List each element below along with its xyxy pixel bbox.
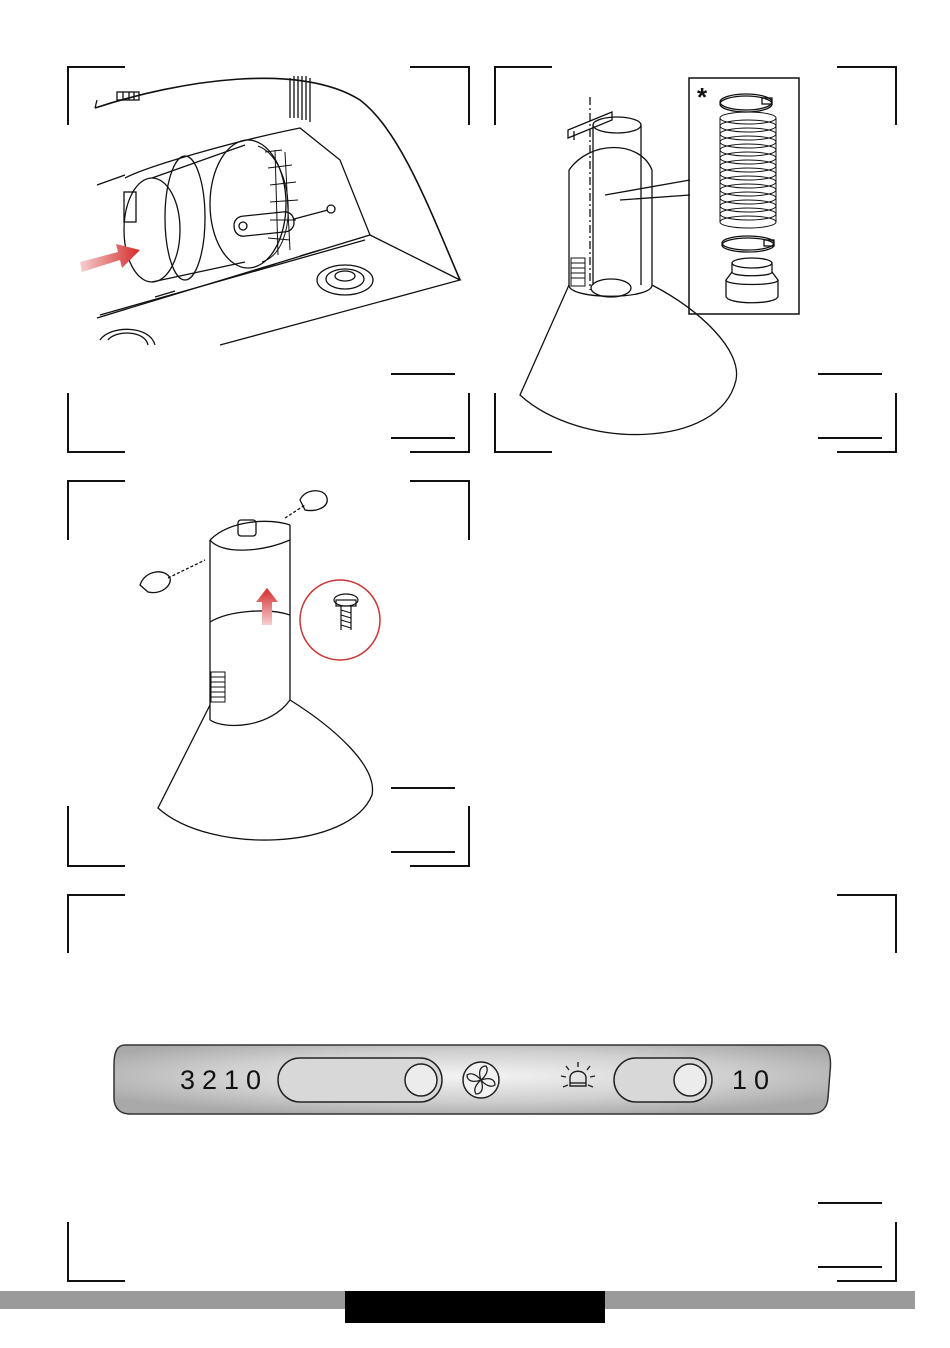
lift-arrow [256,588,278,625]
page-footer-block [345,1291,605,1323]
light-slider-knob[interactable] [674,1064,706,1096]
side-grille [211,672,225,702]
insert-arrow [80,244,140,272]
fan-icon [463,1062,499,1098]
chimney-duct-illustration [520,78,799,435]
motor-insert-illustration [95,76,460,345]
side-grille [571,258,585,286]
right-screwdriver [285,491,327,518]
speed-scale-label: 3210 [180,1065,268,1096]
frame-step3 [68,481,469,866]
screwdriver [233,205,335,237]
left-screwdriver [140,560,205,593]
flex-duct [720,112,776,228]
frame-step2 [495,67,896,452]
duct-slats [290,76,310,122]
speed-slider-knob[interactable] [405,1064,437,1096]
inset-asterisk: * [697,82,708,112]
screw-detail-icon [300,580,380,660]
light-scale-label: 10 [732,1065,776,1096]
chimney-screw-illustration [140,491,373,840]
outlet-ring [317,265,373,295]
